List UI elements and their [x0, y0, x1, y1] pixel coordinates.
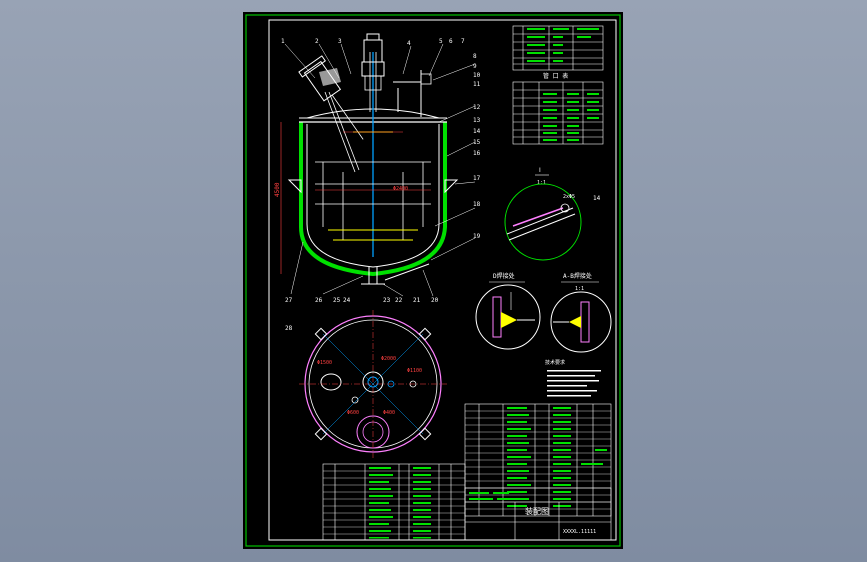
detail-I: Ⅰ 1:1 2xΦ5 14 [504, 167, 601, 261]
tech-requirements-lines [547, 370, 601, 397]
balloon-15: 15 [473, 139, 481, 146]
mount [364, 75, 382, 91]
plan-dim-b: Φ1100 [407, 368, 422, 374]
plan-lug [418, 427, 432, 441]
drawing-sheet: 4500 Φ2400 [243, 12, 623, 549]
balloon-18: 18 [473, 201, 481, 208]
elevation-view: 4500 Φ2400 [274, 33, 481, 332]
inner-shell [306, 124, 440, 268]
weld-detail-D: D焊接处 [475, 272, 541, 350]
title-block-name: 装配图 [525, 506, 549, 516]
balloon-1: 1 [281, 38, 285, 45]
plan-view: Φ2000 Φ1500 Φ1100 Φ600 Φ400 [299, 310, 447, 458]
balloon-26: 26 [315, 297, 323, 304]
nozzle-table [512, 81, 604, 145]
outer-border [245, 14, 621, 547]
balloon-6: 6 [449, 38, 453, 45]
detail-I-scale: 1:1 [537, 180, 546, 186]
balloon-5: 5 [439, 38, 443, 45]
balloon-10: 10 [473, 72, 481, 79]
balloon-16: 16 [473, 150, 481, 157]
balloon-3: 3 [338, 38, 342, 45]
jacket-wall [299, 122, 447, 277]
balloon-19: 19 [473, 233, 481, 240]
detail-ref: 14 [593, 195, 601, 202]
balloon-27: 27 [285, 297, 293, 304]
drain-pipe [384, 263, 430, 281]
weld-detail-AB: A-B焊接处 1:1 [550, 272, 612, 353]
title-block [464, 487, 612, 541]
balloon-9: 9 [473, 63, 477, 70]
design-data-table [512, 25, 604, 71]
balloon-28: 28 [285, 325, 293, 332]
balloon-11: 11 [473, 81, 481, 88]
nozzle-table-title: 管 口 表 [543, 72, 568, 80]
support-lug-left [287, 179, 302, 194]
plan-dim-c: Φ600 [347, 410, 359, 416]
plan-lug [418, 327, 432, 341]
balloon-22: 22 [395, 297, 403, 304]
parts-list-bottom [322, 463, 466, 541]
balloon-8: 8 [473, 53, 477, 60]
title-block-code: XXXXL.11111 [563, 529, 596, 535]
plan-manhole [320, 373, 342, 391]
balloon-25: 25 [333, 297, 341, 304]
balloon-14: 14 [473, 128, 481, 135]
support-lug-right [444, 179, 459, 194]
plan-dim-main: Φ2000 [381, 356, 396, 362]
tech-requirements-title: 技术要求 [545, 359, 565, 366]
balloon-2: 2 [315, 38, 319, 45]
balloon-17: 17 [473, 175, 481, 182]
detail-dim: 2xΦ5 [563, 194, 575, 200]
balloon-20: 20 [431, 297, 439, 304]
balloon-7: 7 [461, 38, 465, 45]
balloon-24: 24 [343, 297, 351, 304]
balloon-12: 12 [473, 104, 481, 111]
plan-dim-a: Φ1500 [317, 360, 332, 366]
balloon-4: 4 [407, 40, 411, 47]
weld-detail-scale: 1:1 [575, 286, 584, 292]
balloon-21: 21 [413, 297, 421, 304]
cad-drawing: 4500 Φ2400 [245, 14, 621, 547]
shell-dimension: Φ2400 [393, 186, 408, 192]
plan-dim-d: Φ400 [383, 410, 395, 416]
height-dimension: 4500 [274, 182, 281, 197]
plan-lug [314, 327, 328, 341]
detail-I-label: Ⅰ [539, 167, 541, 174]
plan-lug [314, 427, 328, 441]
balloon-23: 23 [383, 297, 391, 304]
weld-detail-D-label: D焊接处 [493, 272, 515, 280]
weld-detail-AB-label: A-B焊接处 [563, 272, 592, 280]
balloon-13: 13 [473, 117, 481, 124]
